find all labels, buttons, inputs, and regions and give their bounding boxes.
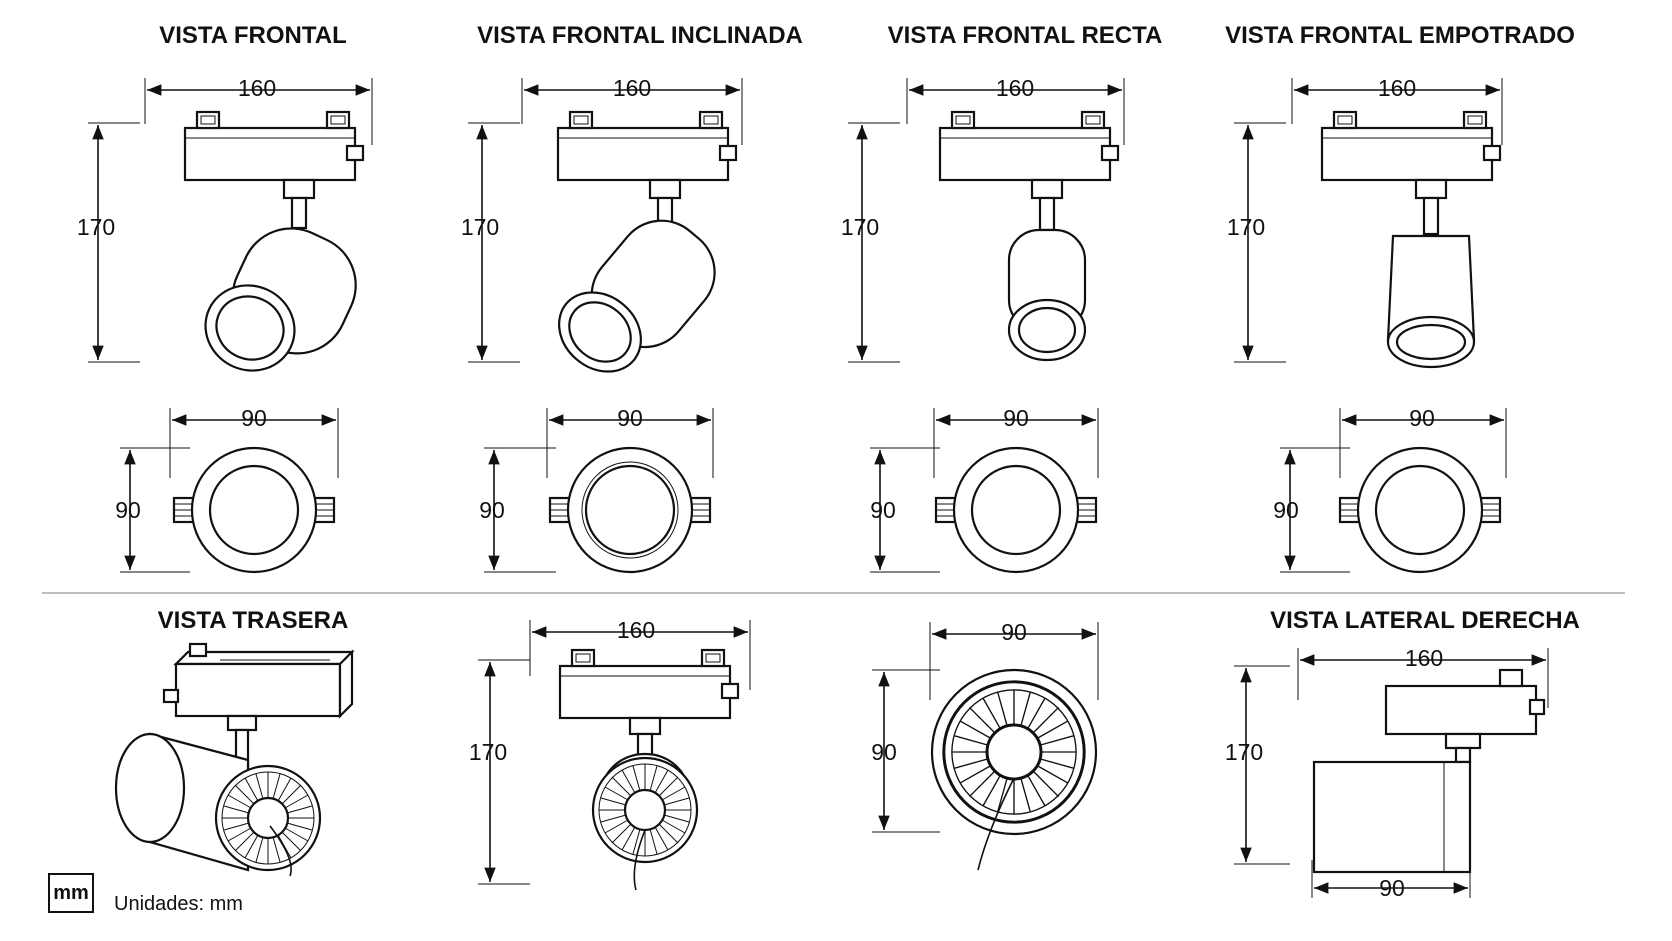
dim-frontal-width: 160	[238, 75, 276, 101]
dim-inclinada-height: 170	[461, 214, 499, 240]
title-vista-lateral-derecha: VISTA LATERAL DERECHA	[1270, 607, 1580, 634]
back-disc-view	[872, 622, 1099, 871]
title-vista-frontal-empotrado: VISTA FRONTAL EMPOTRADO	[1225, 22, 1575, 49]
dim-recta-width: 160	[996, 75, 1034, 101]
dim-ring4-height: 90	[1273, 497, 1299, 523]
unit-box: mm	[48, 873, 94, 913]
dim-recta-height: 170	[841, 214, 879, 240]
dim-disc-height: 90	[871, 739, 897, 765]
title-vista-frontal-recta: VISTA FRONTAL RECTA	[888, 22, 1163, 49]
units-label: Unidades: mm	[114, 893, 243, 915]
title-vista-trasera: VISTA TRASERA	[158, 607, 349, 634]
ring-view-2	[484, 408, 714, 574]
dim-ring3-height: 90	[870, 497, 896, 523]
frontal-recta-elevation	[848, 78, 1125, 363]
ring-view-4	[1280, 408, 1507, 574]
dim-back-width: 160	[617, 617, 655, 643]
frontal-elevation	[88, 78, 373, 372]
dim-empotrado-width: 160	[1378, 75, 1416, 101]
dim-back-height: 170	[469, 739, 507, 765]
dim-ring4-width: 90	[1409, 405, 1435, 431]
dim-lateral-width: 160	[1405, 645, 1443, 671]
vista-trasera-drawing	[114, 642, 355, 877]
dim-frontal-height: 170	[77, 214, 115, 240]
frontal-inclinada-elevation	[468, 78, 743, 373]
dim-ring3-width: 90	[1003, 405, 1029, 431]
dim-disc-width: 90	[1001, 619, 1027, 645]
dim-lateral-height: 170	[1225, 739, 1263, 765]
dim-ring2-height: 90	[479, 497, 505, 523]
dim-lateral-depth: 90	[1379, 875, 1405, 901]
dim-ring1-width: 90	[241, 405, 267, 431]
ring-view-3	[870, 408, 1099, 574]
dim-ring2-width: 90	[617, 405, 643, 431]
back-elevation	[478, 620, 751, 891]
dim-inclinada-width: 160	[613, 75, 651, 101]
title-vista-frontal: VISTA FRONTAL	[159, 22, 347, 49]
dim-empotrado-height: 170	[1227, 214, 1265, 240]
frontal-empotrado-elevation	[1234, 78, 1503, 369]
title-vista-frontal-inclinada: VISTA FRONTAL INCLINADA	[477, 22, 803, 49]
dim-ring1-height: 90	[115, 497, 141, 523]
vista-lateral-derecha-drawing	[1234, 648, 1549, 898]
ring-view-1	[120, 408, 339, 574]
